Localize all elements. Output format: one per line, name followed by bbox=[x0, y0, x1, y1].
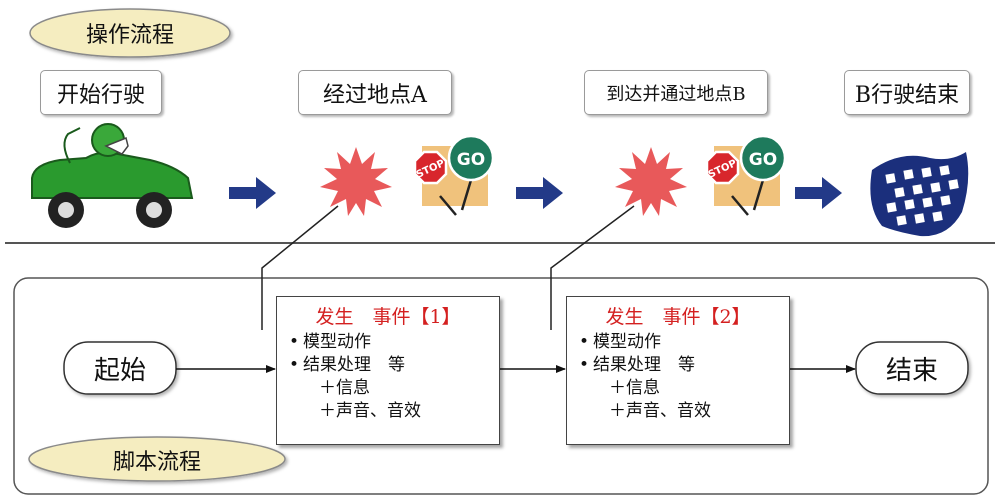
connector-line-1 bbox=[261, 205, 339, 330]
script-flow-label: 脚本流程 bbox=[112, 450, 201, 475]
event-box-1: 发生 事件【1】 •模型动作 •结果处理 等 ＋信息 ＋声音、音效 bbox=[276, 296, 500, 445]
burst-icon-2 bbox=[615, 147, 687, 216]
stop-sign-icon-1 bbox=[413, 150, 448, 185]
flow-arrow-icon-3 bbox=[795, 177, 842, 209]
event-title-1: 发生 事件【1】 bbox=[315, 306, 461, 328]
event-item-model-action-1: •模型动作 bbox=[289, 332, 371, 352]
burst-icon-1 bbox=[320, 147, 392, 216]
flow-arrow-icon-1 bbox=[229, 177, 276, 209]
car-icon bbox=[31, 123, 194, 228]
event-item-model-action-2: •模型动作 bbox=[579, 332, 661, 352]
stop-sign-icon-2 bbox=[705, 150, 740, 185]
script-flow-ellipse bbox=[28, 436, 286, 482]
start-node-label: 起始 bbox=[93, 355, 146, 386]
event-item-result-processing-2: •结果处理 等 bbox=[579, 355, 695, 375]
event-item-result-processing-1: •结果处理 等 bbox=[289, 355, 405, 375]
go-sign-text-2: GO bbox=[749, 150, 777, 170]
stage-label-point-b: 到达并通过地点B bbox=[584, 70, 768, 115]
start-node-shape bbox=[63, 341, 177, 395]
go-sign-icon-1 bbox=[447, 134, 495, 182]
end-node-label: 结束 bbox=[885, 355, 938, 386]
event-subitem-info-2: ＋信息 bbox=[609, 378, 660, 398]
event-title-2: 发生 事件【2】 bbox=[605, 306, 751, 328]
operation-flow-label: 操作流程 bbox=[85, 23, 174, 48]
go-sign-text-1: GO bbox=[457, 150, 485, 170]
stage-label-start: 开始行驶 bbox=[40, 70, 162, 115]
event-box-2: 发生 事件【2】 •模型动作 •结果处理 等 ＋信息 ＋声音、音效 bbox=[566, 296, 790, 445]
event-subitem-sound-1: ＋声音、音效 bbox=[319, 401, 421, 421]
event-subitem-info-1: ＋信息 bbox=[319, 378, 370, 398]
operation-flow-ellipse bbox=[29, 8, 231, 58]
end-node-shape bbox=[855, 341, 969, 395]
event-subitem-sound-2: ＋声音、音效 bbox=[609, 401, 711, 421]
flow-arrow-icon-2 bbox=[516, 177, 563, 209]
go-sign-icon-2 bbox=[739, 134, 787, 182]
connector-line-2 bbox=[550, 205, 635, 330]
script-flow-container bbox=[13, 277, 989, 495]
checkered-flag-icon bbox=[870, 152, 969, 237]
stage-label-finish: B行驶结束 bbox=[844, 70, 970, 115]
stage-label-point-a: 经过地点A bbox=[298, 70, 452, 115]
